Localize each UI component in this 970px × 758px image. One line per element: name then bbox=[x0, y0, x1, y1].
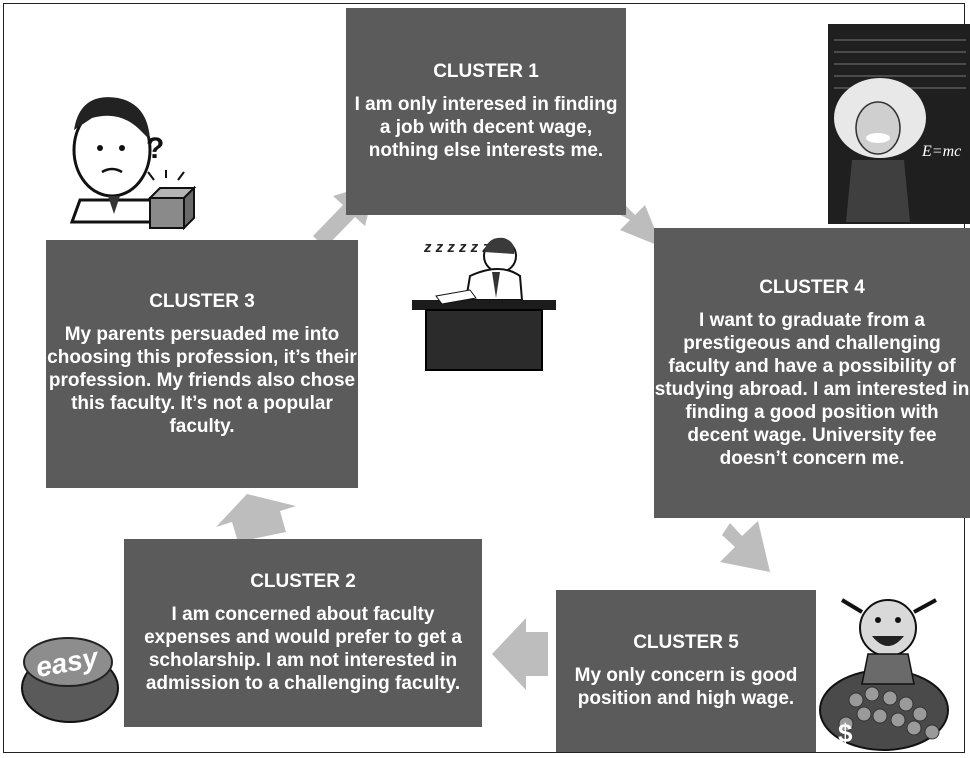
cluster-5-title: CLUSTER 5 bbox=[633, 632, 739, 653]
sleeping-man-illustration: z z z z z z bbox=[412, 237, 556, 371]
cluster-2-title: CLUSTER 2 bbox=[250, 571, 356, 592]
cluster-4-title: CLUSTER 4 bbox=[759, 276, 865, 298]
question-mark: ? bbox=[146, 132, 164, 165]
cluster-1-title: CLUSTER 1 bbox=[433, 61, 539, 82]
money-man-illustration: $ bbox=[819, 598, 949, 751]
cluster-2-text: I am concerned about faculty expenses an… bbox=[144, 604, 462, 694]
cluster-3-text: My parents persuaded me into choosing th… bbox=[47, 323, 357, 437]
cluster-1-box: CLUSTER 1 I am only interesed in finding… bbox=[346, 8, 626, 215]
cluster-3-box: CLUSTER 3 My parents persuaded me into c… bbox=[46, 240, 358, 488]
money-symbol: $ bbox=[838, 718, 853, 748]
cluster-5-text: My only concern is good position and hig… bbox=[574, 665, 798, 709]
cluster-4-box: CLUSTER 4 I want to graduate from a pres… bbox=[654, 228, 970, 518]
sleep-zzz-text: z z z z z z bbox=[423, 239, 490, 256]
einstein-illustration: E=mc bbox=[828, 24, 970, 224]
easy-button-illustration: easy bbox=[21, 637, 119, 723]
cluster-1-text: I am only interesed in finding a job wit… bbox=[354, 94, 618, 161]
confused-man-illustration: ? bbox=[69, 97, 197, 231]
arrow-cluster4-to-cluster5 bbox=[720, 521, 770, 572]
cluster-5-box: CLUSTER 5 My only concern is good positi… bbox=[556, 590, 816, 752]
cluster-4-text: I want to graduate from a prestigeous an… bbox=[654, 309, 970, 469]
cluster-3-title: CLUSTER 3 bbox=[149, 290, 255, 312]
einstein-formula: E=mc bbox=[921, 143, 961, 160]
cluster-2-box: CLUSTER 2 I am concerned about faculty e… bbox=[124, 539, 482, 727]
arrow-cluster2-to-cluster3 bbox=[216, 494, 296, 542]
arrow-cluster5-to-cluster2 bbox=[492, 618, 548, 690]
